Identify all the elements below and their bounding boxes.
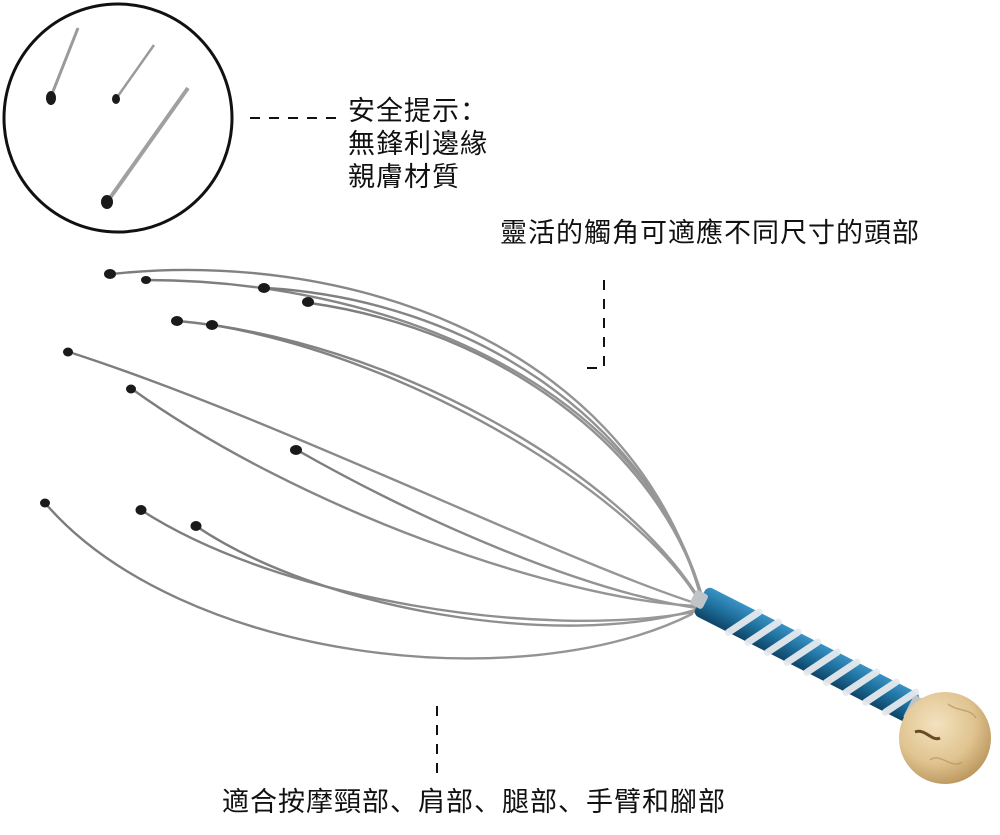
prongs-caption: 靈活的觸角可適應不同尺寸的頭部: [500, 218, 920, 249]
safety-tip-title: 安全提示：: [348, 96, 488, 127]
prong-wires: [43, 268, 704, 660]
safety-tip-line-1: 無鋒利邊緣: [348, 129, 488, 160]
prong-tips: [40, 269, 314, 531]
usage-caption: 適合按摩頸部、肩部、腿部、手臂和腳部: [222, 787, 726, 818]
leader-lines: [250, 117, 605, 778]
safety-tip-line-2: 親膚材質: [348, 162, 460, 193]
detail-inset: [2, 2, 234, 234]
wooden-ball: [899, 692, 991, 784]
massager-handle: [690, 587, 926, 724]
